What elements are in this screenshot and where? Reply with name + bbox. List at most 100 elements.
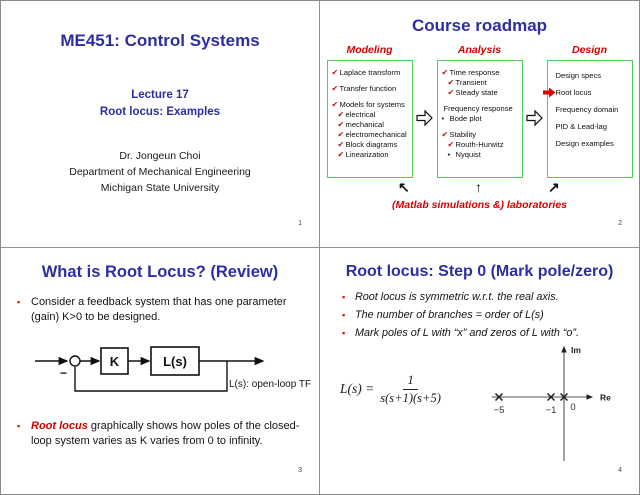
list-item: Frequency domain [555, 105, 619, 114]
right-block-arrow-icon [523, 109, 547, 127]
plant-block [150, 345, 200, 376]
bullet-text: Consider a feedback system that has one … [31, 295, 287, 323]
checkmark-icon: ✔ [337, 110, 345, 119]
bullet-item: ▪ Root locus is symmetric w.r.t. the rea… [342, 290, 633, 305]
checkmark-icon: ✔ [337, 140, 345, 149]
root-locus-emphasis: Root locus [31, 419, 88, 432]
list-item: PID & Lead-lag [555, 122, 608, 131]
up-right-arrow-icon: ↗ [548, 179, 560, 195]
author-name: Dr. Jongeun Choi [119, 150, 201, 162]
plant-label: L(s) [163, 354, 187, 369]
bullet-dot-icon: • [447, 150, 451, 159]
current-topic-arrow-icon [542, 87, 556, 101]
modeling-header: Modeling [346, 44, 393, 56]
checkmark-icon: ✔ [447, 88, 455, 97]
bullet-item: ▪ Root locus graphically shows how poles… [17, 419, 309, 449]
page-number: 3 [298, 467, 302, 474]
list-item: ✔Steady state [447, 88, 498, 97]
re-axis-label: Re [600, 392, 611, 402]
list-item: ✔Models for systems [331, 100, 405, 109]
formula-fraction: 1 s(s+1)(s+5) [380, 373, 441, 406]
bullet-dot-icon: • [441, 114, 445, 123]
feedback-block-diagram: − K L(s) L(s): open-loop TF [31, 339, 319, 406]
roadmap-columns: Modeling ✔Laplace transform ✔Transfer fu… [320, 44, 639, 178]
list-item: ✔Routh-Hurwitz [447, 140, 504, 149]
bullet-item: ▪ The number of branches = order of L(s) [342, 308, 633, 323]
checkmark-icon: ✔ [337, 150, 345, 159]
slide-3-what-is-root-locus: What is Root Locus? (Review) ▪ Consider … [1, 247, 320, 494]
bullet-text: Root locus graphically shows how poles o… [31, 419, 300, 447]
bullet-square-icon: ▪ [342, 309, 346, 320]
list-item: ✔electromechanical [337, 130, 407, 139]
lab-arrows-row: ↖ ↑ ↗ [320, 179, 639, 199]
list-item: Frequency response [443, 104, 513, 113]
list-item: ✔Linearization [337, 150, 389, 159]
minus-sign: − [60, 366, 67, 380]
page-number: 1 [298, 219, 302, 227]
design-box: Design specs Root locus Frequency domain… [542, 60, 633, 178]
bullet-square-icon: ▪ [342, 327, 346, 338]
feedback-path [74, 360, 228, 392]
pole-zero-plot: Im Re −5 −1 [478, 339, 628, 472]
slide-title: Root locus: Step 0 (Mark pole/zero) [345, 262, 614, 280]
slide-title: Course roadmap [411, 16, 548, 35]
list-item: ✔Block diagrams [337, 140, 398, 149]
analysis-header: Analysis [457, 44, 502, 56]
checkmark-icon: ✔ [331, 84, 339, 93]
list-item: ✔Transfer function [331, 84, 397, 93]
lecture-number: Lecture 17 [131, 89, 189, 101]
list-item-current-topic: Root locus [542, 87, 629, 98]
course-title: ME451: Control Systems [60, 31, 260, 50]
author-university: Michigan State University [100, 182, 220, 194]
right-block-arrow-icon [413, 109, 437, 127]
author-block: Dr. Jongeun Choi Department of Mechanica… [1, 148, 319, 196]
summing-junction [69, 354, 81, 367]
checkmark-icon: ✔ [447, 140, 455, 149]
list-item: ✔Transient [447, 78, 487, 87]
formula-numerator: 1 [403, 373, 418, 390]
up-arrow-icon: ↑ [475, 179, 482, 195]
page-number: 4 [618, 467, 622, 474]
page-number: 2 [618, 219, 622, 227]
bullet-text: Root locus is symmetric w.r.t. the real … [355, 290, 559, 303]
bullet-item: ▪ Mark poles of L with “x” and zeros of … [342, 326, 633, 341]
formula-lhs: L(s) = [340, 381, 375, 396]
modeling-column: Modeling ✔Laplace transform ✔Transfer fu… [326, 44, 413, 178]
im-axis-label: Im [571, 345, 581, 355]
slide-4-root-locus-step0: Root locus: Step 0 (Mark pole/zero) ▪ Ro… [320, 247, 639, 494]
bullet-item: ▪ Consider a feedback system that has on… [17, 295, 309, 325]
lecture-subtitle: Lecture 17 Root locus: Examples [1, 87, 319, 121]
analysis-column: Analysis ✔Time response ✔Transient ✔Stea… [436, 44, 523, 178]
list-item: Design specs [555, 71, 602, 80]
list-item: ✔Stability [441, 130, 477, 139]
pole-marker-x [546, 392, 556, 401]
list-item: ✔Laplace transform [331, 68, 401, 77]
checkmark-icon: ✔ [337, 120, 345, 129]
bullet-text: The number of branches = order of L(s) [355, 308, 544, 321]
list-item: ✔Time response [441, 68, 500, 77]
slide-2-course-roadmap: Course roadmap Modeling ✔Laplace transfo… [320, 1, 639, 248]
design-header: Design [571, 44, 607, 56]
modeling-box: ✔Laplace transform ✔Transfer function ✔M… [326, 60, 413, 178]
tick-label: −1 [546, 405, 557, 416]
bullet-square-icon: ▪ [17, 420, 21, 431]
pole-marker-x [559, 392, 569, 401]
checkmark-icon: ✔ [331, 68, 339, 77]
list-item: ✔electrical [337, 110, 376, 119]
slide-title: What is Root Locus? (Review) [41, 262, 279, 281]
formula-denominator: s(s+1)(s+5) [380, 390, 441, 405]
checkmark-icon: ✔ [441, 68, 449, 77]
formula-and-plot-region: L(s) = 1 s(s+1)(s+5) Im [320, 345, 639, 481]
open-loop-caption: L(s): open-loop TF [229, 379, 311, 390]
tick-label: −5 [494, 405, 505, 416]
up-left-arrow-icon: ↖ [398, 179, 410, 195]
list-item: ✔mechanical [337, 120, 384, 129]
checkmark-icon: ✔ [337, 130, 345, 139]
checkmark-icon: ✔ [441, 130, 449, 139]
list-item: •Bode plot [441, 114, 482, 123]
design-column: Design Design specs Root locus Frequency… [542, 44, 633, 178]
checkmark-icon: ✔ [331, 100, 339, 109]
list-item: •Nyquist [447, 150, 481, 159]
bullet-square-icon: ▪ [342, 291, 346, 302]
